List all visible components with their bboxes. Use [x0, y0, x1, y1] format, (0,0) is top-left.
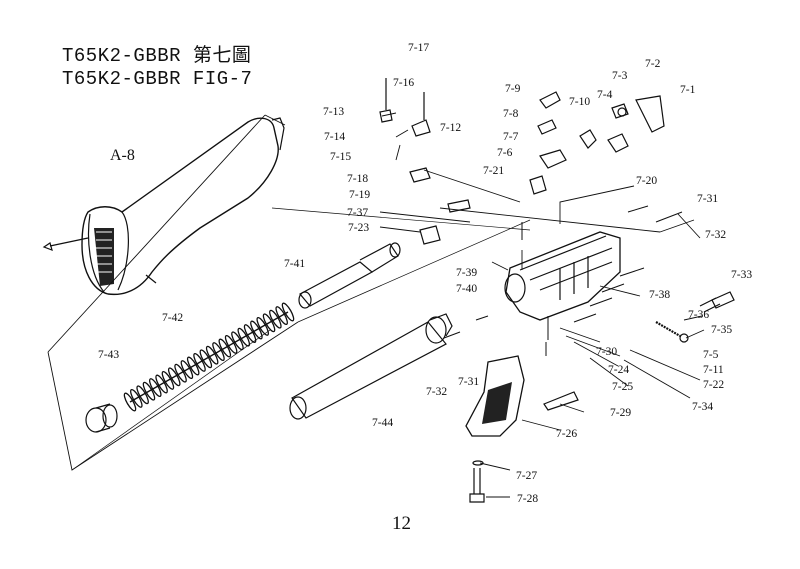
part-label-7-44: 7-44: [372, 417, 394, 429]
part-label-7-31-lower: 7-31: [458, 376, 480, 388]
part-label-7-1: 7-1: [680, 84, 696, 96]
part-label-7-20: 7-20: [636, 175, 658, 187]
spring-coil: [269, 309, 282, 329]
lower-receiver-7-38-drawing: [504, 231, 621, 321]
buffer-7-43-drawing: [85, 403, 118, 433]
spring-coil: [224, 334, 238, 354]
part-label-7-18: 7-18: [347, 173, 369, 185]
grip-screw-7-28-drawing: [469, 460, 485, 503]
spring-coil: [237, 327, 251, 347]
spring-coil: [174, 363, 187, 383]
part-label-7-3: 7-3: [612, 70, 628, 82]
part-label-7-21: 7-21: [483, 165, 505, 177]
part-label-7-10: 7-10: [569, 96, 591, 108]
buffer-tube-7-41-drawing: [298, 242, 401, 309]
part-label-7-38: 7-38: [649, 289, 671, 301]
spring-coil: [155, 374, 168, 394]
part-label-7-16: 7-16: [393, 77, 415, 89]
spring-coil: [161, 370, 175, 390]
spring-coil: [281, 302, 295, 322]
spring-coil: [231, 331, 244, 351]
spring-coil: [136, 385, 149, 405]
part-label-7-12: 7-12: [440, 122, 462, 134]
part-label-7-23: 7-23: [348, 222, 370, 234]
spring-coil: [193, 352, 206, 372]
spring-coil: [123, 392, 137, 412]
spring-coil: [262, 313, 276, 333]
part-label-7-14: 7-14: [324, 131, 346, 143]
part-label-7-27: 7-27: [516, 470, 538, 482]
spring-coil: [148, 378, 162, 398]
spring-coil: [205, 345, 219, 365]
part-label-7-43: 7-43: [98, 349, 120, 361]
part-label-7-24: 7-24: [608, 364, 630, 376]
trigger-group-drawing: [379, 78, 665, 245]
part-label-7-32-upper: 7-32: [705, 229, 727, 241]
part-label-7-42: 7-42: [162, 312, 184, 324]
part-label-7-13: 7-13: [323, 106, 345, 118]
spring-coil: [186, 356, 200, 376]
leader-lines: [379, 112, 705, 498]
part-label-7-26: 7-26: [556, 428, 578, 440]
part-label-7-8: 7-8: [503, 108, 519, 120]
part-label-7-7: 7-7: [503, 131, 519, 143]
spring-coils: [123, 302, 295, 412]
part-label-7-5: 7-5: [703, 349, 719, 361]
part-label-7-34: 7-34: [692, 401, 714, 413]
spring-coil: [142, 381, 156, 401]
receiver-extension-7-44-drawing: [289, 313, 453, 420]
diagram-title-chinese: T65K2-GBBR 第七圖: [62, 45, 252, 67]
part-label-7-37: 7-37: [347, 207, 369, 219]
part-label-7-2: 7-2: [645, 58, 661, 70]
part-label-7-40: 7-40: [456, 283, 478, 295]
part-label-7-9: 7-9: [505, 83, 521, 95]
part-label-7-15: 7-15: [330, 151, 352, 163]
spring-coil: [256, 316, 270, 336]
spring-coil: [243, 324, 257, 344]
part-label-7-32-lower: 7-32: [426, 386, 448, 398]
spring-coil: [212, 342, 225, 362]
part-label-7-28: 7-28: [517, 493, 539, 505]
part-label-7-6: 7-6: [497, 147, 513, 159]
spring-coil: [218, 338, 232, 358]
pistol-grip-7-26-drawing: [465, 355, 525, 437]
part-label-7-39: 7-39: [456, 267, 478, 279]
takedown-pin-7-33-drawing: [699, 291, 735, 313]
spring-coil: [130, 388, 143, 408]
spring-coil: [180, 360, 194, 380]
part-label-7-4: 7-4: [597, 89, 613, 101]
spring-coil: [167, 367, 181, 387]
part-label-7-41: 7-41: [284, 258, 306, 270]
part-label-7-30: 7-30: [596, 346, 618, 358]
part-label-7-29: 7-29: [610, 407, 632, 419]
part-label-7-11: 7-11: [703, 364, 724, 376]
diagram-title-english: T65K2-GBBR FIG-7: [62, 68, 253, 90]
part-label-7-31-upper: 7-31: [697, 193, 719, 205]
part-label-7-22: 7-22: [703, 379, 725, 391]
buttstock-drawing: [42, 117, 285, 296]
page-number: 12: [392, 513, 411, 534]
part-label-7-36: 7-36: [688, 309, 710, 321]
part-label-7-25: 7-25: [612, 381, 634, 393]
part-label-7-19: 7-19: [349, 189, 371, 201]
stock-assembly-label: A-8: [110, 147, 135, 164]
spring-coil: [275, 306, 288, 326]
spring-coil: [250, 320, 263, 340]
pins-drawing: [443, 205, 683, 356]
spring-7-36-drawing: [655, 321, 681, 337]
part-label-7-33: 7-33: [731, 269, 753, 281]
detent-7-35-drawing: [679, 333, 689, 343]
part-label-7-35: 7-35: [711, 324, 733, 336]
spring-coil: [199, 349, 213, 369]
part-label-7-17: 7-17: [408, 42, 430, 54]
trigger-guard-7-29-drawing: [543, 391, 579, 411]
